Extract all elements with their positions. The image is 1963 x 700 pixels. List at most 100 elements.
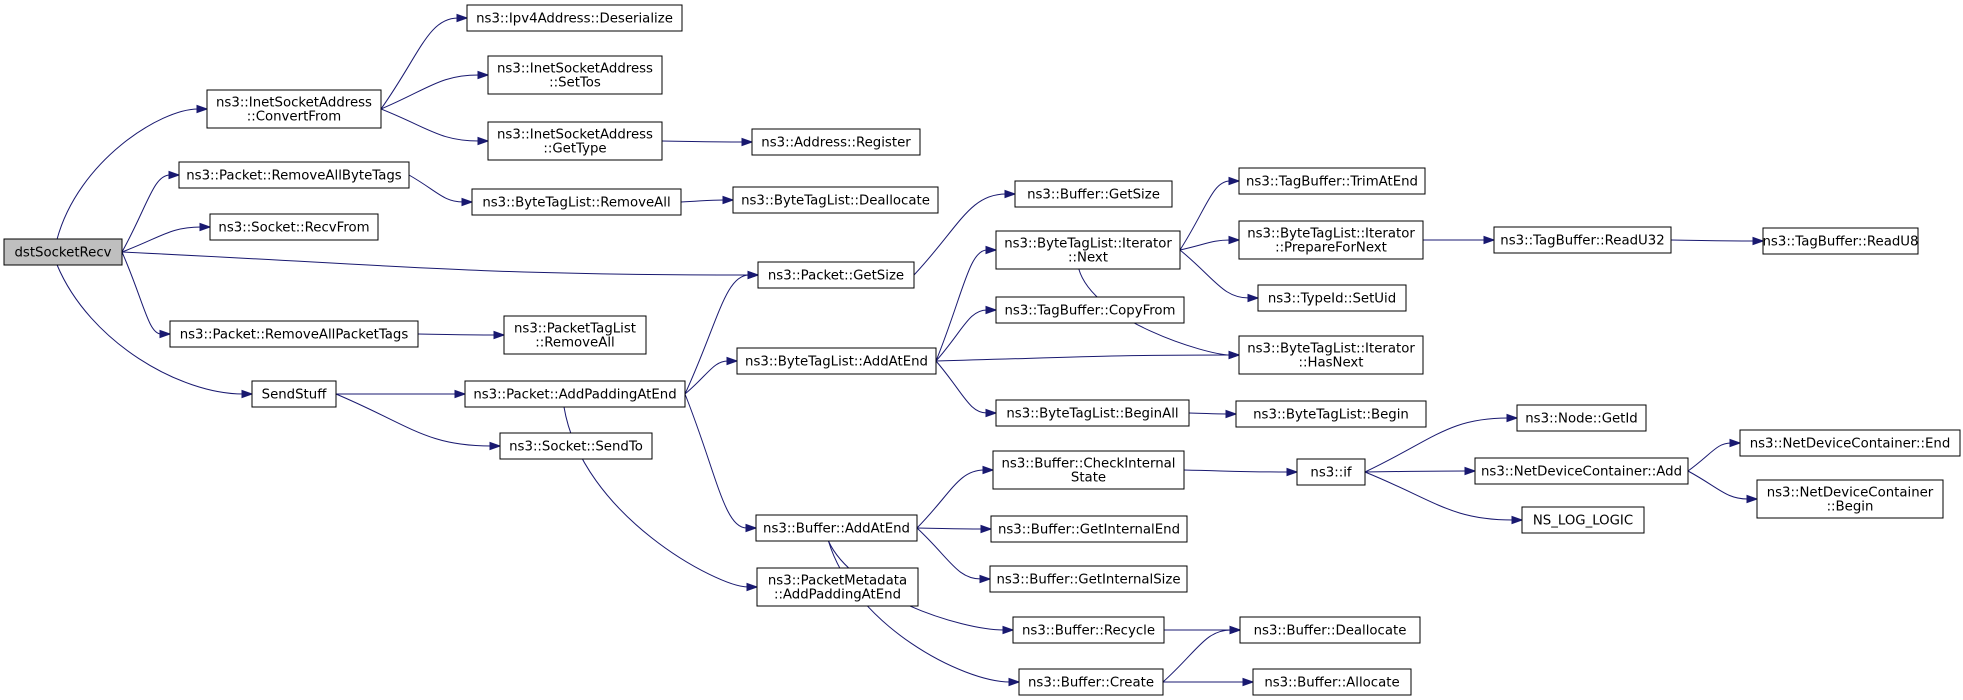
node-label: ns3::InetSocketAddress xyxy=(497,128,653,143)
node-packetMetadataAddPadding[interactable]: ns3::PacketMetadata::AddPaddingAtEnd xyxy=(756,567,919,607)
edge-addPaddingAtEnd-to-byteTagListAddAtEnd xyxy=(684,356,739,395)
node-byteTagListDeallocate[interactable]: ns3::ByteTagList::Deallocate xyxy=(732,186,939,214)
edge-arrowhead xyxy=(1225,409,1238,419)
node-byteTagListAddAtEnd[interactable]: ns3::ByteTagList::AddAtEnd xyxy=(736,347,937,375)
node-label: ::ConvertFrom xyxy=(247,110,341,125)
node-addPaddingAtEnd[interactable]: ns3::Packet::AddPaddingAtEnd xyxy=(464,380,686,408)
edge-convertFrom-to-getType xyxy=(380,108,490,146)
edge-line xyxy=(916,527,983,530)
node-addressRegister[interactable]: ns3::Address::Register xyxy=(751,128,921,156)
node-bufferDeallocate[interactable]: ns3::Buffer::Deallocate xyxy=(1239,616,1421,644)
node-label: ns3::NetDeviceContainer xyxy=(1767,486,1934,501)
node-box xyxy=(1521,506,1645,534)
edge-dstSocketRecv-to-sendStuff xyxy=(56,264,254,399)
node-packetGetSize[interactable]: ns3::Packet::GetSize xyxy=(757,261,915,289)
node-convertFrom[interactable]: ns3::InetSocketAddress::ConvertFrom xyxy=(206,89,382,129)
edge-arrowhead xyxy=(1242,677,1255,687)
edge-prepareForNext-to-tagBufferReadU32 xyxy=(1423,235,1496,245)
node-getInternalSize[interactable]: ns3::Buffer::GetInternalSize xyxy=(989,565,1188,593)
edge-bufferAddAtEnd-to-getInternalEnd xyxy=(916,524,993,534)
node-tagBufferTrimAtEnd[interactable]: ns3::TagBuffer::TrimAtEnd xyxy=(1238,167,1426,195)
node-bufferRecycle[interactable]: ns3::Buffer::Recycle xyxy=(1012,616,1165,644)
edge-arrowhead xyxy=(477,70,490,80)
node-getType[interactable]: ns3::InetSocketAddress::GetType xyxy=(487,121,663,161)
node-bufferAllocate[interactable]: ns3::Buffer::Allocate xyxy=(1252,668,1412,696)
node-label: ns3::Buffer::GetSize xyxy=(1027,188,1160,203)
node-nodeGetId[interactable]: ns3::Node::GetId xyxy=(1516,404,1647,432)
node-bufferAddAtEnd[interactable]: ns3::Buffer::AddAtEnd xyxy=(755,514,918,542)
edge-tagBufferReadU32-to-tagBufferReadU8 xyxy=(1670,236,1765,246)
node-ndcEnd[interactable]: ns3::NetDeviceContainer::End xyxy=(1739,429,1961,457)
node-box xyxy=(1012,616,1165,644)
node-box xyxy=(1235,400,1427,428)
node-box xyxy=(206,89,382,129)
node-byteTagListBeginAll[interactable]: ns3::ByteTagList::BeginAll xyxy=(995,399,1190,427)
node-label: ns3::ByteTagList::BeginAll xyxy=(1006,407,1178,422)
node-label: ns3::Node::GetId xyxy=(1525,412,1638,427)
edge-ndcAdd-to-ndcEnd xyxy=(1687,438,1742,472)
edge-arrowhead xyxy=(1228,350,1241,360)
edge-line xyxy=(1364,470,1467,473)
node-getInternalEnd[interactable]: ns3::Buffer::GetInternalEnd xyxy=(990,515,1188,543)
edge-ns3If-to-ndcAdd xyxy=(1364,466,1477,476)
node-recvFrom[interactable]: ns3::Socket::RecvFrom xyxy=(209,213,379,241)
node-iteratorHasNext[interactable]: ns3::ByteTagList::Iterator::HasNext xyxy=(1238,335,1424,375)
node-iteratorNext[interactable]: ns3::ByteTagList::Iterator::Next xyxy=(995,230,1181,270)
node-ndcAdd[interactable]: ns3::NetDeviceContainer::Add xyxy=(1474,457,1689,485)
node-label: ::GetType xyxy=(543,142,606,157)
node-label: ns3::TagBuffer::ReadU32 xyxy=(1500,234,1664,249)
node-tagBufferCopyFrom[interactable]: ns3::TagBuffer::CopyFrom xyxy=(995,296,1185,324)
node-label: ns3::if xyxy=(1310,466,1351,481)
edge-line xyxy=(1364,471,1514,521)
node-tagBufferReadU32[interactable]: ns3::TagBuffer::ReadU32 xyxy=(1493,226,1672,254)
edge-arrowhead xyxy=(985,305,998,315)
edge-line xyxy=(121,251,162,335)
node-prepareForNext[interactable]: ns3::ByteTagList::Iterator::PrepareForNe… xyxy=(1238,220,1424,260)
edge-arrowhead xyxy=(980,524,993,534)
node-label: ns3::ByteTagList::AddAtEnd xyxy=(745,355,928,370)
edge-line xyxy=(935,360,988,414)
edge-dstSocketRecv-to-removeAllPacketTags xyxy=(121,251,172,339)
node-bufferGetSize[interactable]: ns3::Buffer::GetSize xyxy=(1014,180,1173,208)
node-byteTagListRemoveAll[interactable]: ns3::ByteTagList::RemoveAll xyxy=(471,188,682,216)
node-label: ns3::Ipv4Address::Deserialize xyxy=(476,12,673,27)
node-packetTagListRemoveAll[interactable]: ns3::PacketTagList::RemoveAll xyxy=(503,315,647,355)
node-ns3If[interactable]: ns3::if xyxy=(1296,458,1366,486)
edge-removeAllByteTags-to-byteTagListRemoveAll xyxy=(408,174,474,207)
node-socketSendTo[interactable]: ns3::Socket::SendTo xyxy=(499,432,653,460)
node-bufferCreate[interactable]: ns3::Buffer::Create xyxy=(1018,668,1164,696)
node-setTos[interactable]: ns3::InetSocketAddress::SetTos xyxy=(487,55,663,95)
edge-convertFrom-to-ipv4Deserialize xyxy=(380,13,469,110)
node-label: ns3::ByteTagList::Iterator xyxy=(1247,342,1415,357)
edge-bufferAddAtEnd-to-checkInternalState xyxy=(916,465,995,529)
edge-arrowhead xyxy=(1286,467,1299,477)
edge-line xyxy=(1183,469,1289,473)
node-ndcBegin[interactable]: ns3::NetDeviceContainer::Begin xyxy=(1756,479,1944,519)
node-tagBufferReadU8[interactable]: ns3::TagBuffer::ReadU8 xyxy=(1762,227,1919,255)
edge-bufferCreate-to-bufferDeallocate xyxy=(1162,625,1242,683)
edge-line xyxy=(1162,629,1232,683)
edge-dstSocketRecv-to-packetGetSize xyxy=(121,251,760,280)
edge-arrowhead xyxy=(1464,466,1477,476)
edge-arrowhead xyxy=(461,197,474,207)
node-sendStuff[interactable]: SendStuff xyxy=(251,380,337,408)
node-label: ns3::Socket::RecvFrom xyxy=(218,221,369,236)
node-nsLogLogic[interactable]: NS_LOG_LOGIC xyxy=(1521,506,1645,534)
node-removeAllByteTags[interactable]: ns3::Packet::RemoveAllByteTags xyxy=(178,161,410,189)
node-removeAllPacketTags[interactable]: ns3::Packet::RemoveAllPacketTags xyxy=(169,320,419,348)
node-dstSocketRecv[interactable]: dstSocketRecv xyxy=(3,238,123,266)
edge-line xyxy=(1188,412,1228,415)
node-box xyxy=(1238,335,1424,375)
edge-arrowhead xyxy=(456,13,469,23)
edge-arrowhead xyxy=(1729,438,1742,448)
node-typeIdSetUid[interactable]: ns3::TypeId::SetUid xyxy=(1257,284,1407,312)
edge-line xyxy=(408,174,464,203)
edge-arrowhead xyxy=(1506,413,1519,423)
node-label: ns3::InetSocketAddress xyxy=(216,96,372,111)
node-byteTagListBegin[interactable]: ns3::ByteTagList::Begin xyxy=(1235,400,1427,428)
node-label: ns3::ByteTagList::Begin xyxy=(1253,408,1409,423)
edge-line xyxy=(56,108,199,240)
edge-bufferAddAtEnd-to-getInternalSize xyxy=(916,527,992,584)
node-ipv4Deserialize[interactable]: ns3::Ipv4Address::Deserialize xyxy=(466,4,683,32)
